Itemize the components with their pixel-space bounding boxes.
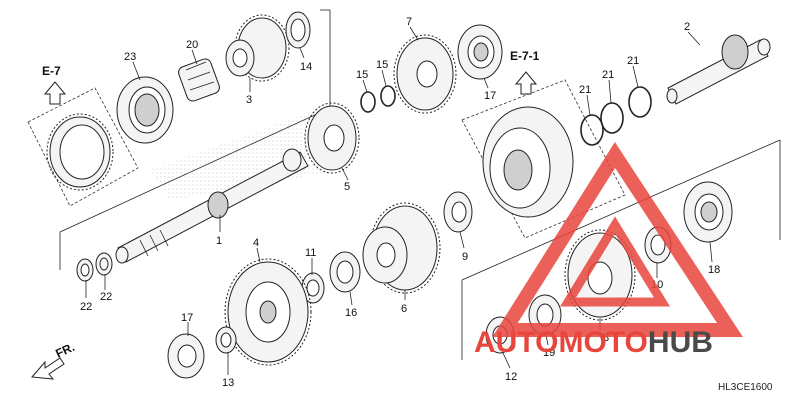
part-5-gear-icon	[304, 102, 360, 174]
part-17-bearing-icon	[457, 24, 503, 80]
callout-17: 17	[484, 90, 496, 102]
e71-dashed-box	[461, 79, 626, 239]
part-2-shaft-icon	[666, 34, 771, 105]
part-20-needle-bearing-icon	[178, 58, 220, 102]
part-17-lower-bearing-icon	[167, 333, 205, 379]
clutch-drum-icon	[482, 106, 574, 218]
callout-8: 8	[603, 332, 609, 344]
callout-20: 20	[186, 39, 198, 51]
front-direction-label: FR.	[53, 340, 76, 361]
callout-17-lower: 17	[181, 312, 193, 324]
front-direction-arrow-icon: FR.	[30, 340, 77, 380]
callout-23: 23	[124, 51, 136, 63]
part-14-washer-icon	[285, 11, 311, 49]
part-6-gear-icon	[362, 202, 441, 294]
part-9-plate-icon	[443, 191, 473, 233]
callout-21c: 21	[627, 55, 639, 67]
callout-1: 1	[216, 235, 222, 247]
part-8-gear-icon	[564, 229, 636, 321]
callout-15b: 15	[376, 59, 388, 71]
e7-up-arrow	[43, 81, 67, 105]
part-10-washer-icon	[644, 226, 672, 264]
part-4-gear-icon	[224, 258, 312, 366]
part-22-washer-icon	[76, 252, 113, 282]
watermark-triangle-icon	[492, 142, 743, 337]
part-15-snap-ring-icon	[360, 85, 396, 113]
part-1-shaft-icon	[115, 148, 309, 264]
callouts: 23 20 3 14 1 22 22 4 11 16 13 17 5 15 15…	[80, 16, 720, 389]
leader-lines	[85, 26, 713, 375]
part-21-snap-ring-icon	[580, 86, 652, 146]
callout-5: 5	[344, 181, 350, 193]
callout-3: 3	[246, 94, 252, 106]
callout-11: 11	[305, 247, 316, 259]
part-23-bearing-icon	[116, 76, 174, 144]
ref-e71-label[interactable]: E-7-1	[510, 49, 540, 63]
e7-gear-icon	[46, 113, 114, 191]
dotted-band	[150, 105, 345, 200]
part-3-gear-icon	[225, 14, 290, 82]
callout-21b: 21	[602, 69, 614, 81]
callout-9: 9	[462, 251, 468, 263]
e71-up-arrow	[514, 71, 538, 95]
callout-18: 18	[708, 264, 720, 276]
callout-22a: 22	[80, 301, 92, 313]
part-11-washer-icon	[301, 272, 325, 304]
e7-dashed-box	[27, 87, 139, 207]
watermark-logo: AUTOMOTOHUB	[474, 326, 713, 359]
callout-14: 14	[300, 61, 312, 73]
part-13-washer-icon	[215, 326, 237, 354]
callout-15a: 15	[356, 69, 368, 81]
callout-7: 7	[406, 16, 412, 28]
callout-22b: 22	[100, 291, 112, 303]
callout-6: 6	[401, 303, 407, 315]
callout-16: 16	[345, 307, 357, 319]
part-7-gear-icon	[393, 34, 457, 114]
part-18-bearing-icon	[683, 181, 733, 243]
callout-21a: 21	[579, 84, 591, 96]
callout-4: 4	[253, 237, 259, 249]
callout-12: 12	[505, 371, 517, 383]
callout-2: 2	[684, 21, 690, 33]
diagram-code: HL3CE1600	[718, 382, 773, 393]
part-16-needle-bearing-icon	[329, 251, 361, 293]
callout-19: 19	[543, 347, 555, 359]
ref-e7-label[interactable]: E-7	[42, 64, 61, 78]
callout-13: 13	[222, 377, 234, 389]
